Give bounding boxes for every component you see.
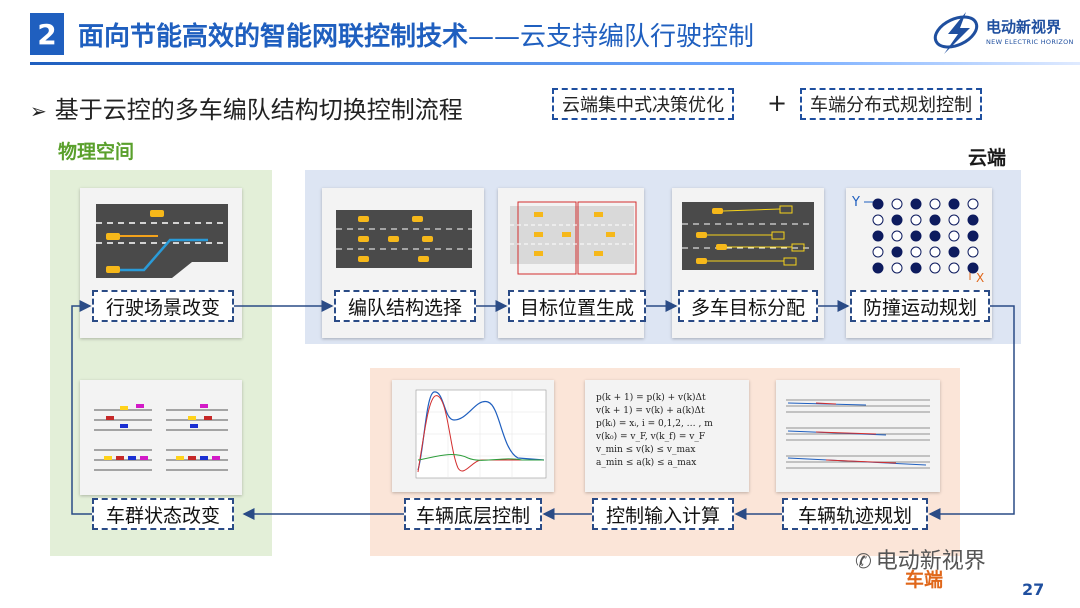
formula-line: v(k + 1) = v(k) + a(k)Δt (596, 406, 705, 416)
control-response-plot (415, 389, 547, 479)
grid-dot (967, 246, 979, 258)
header-divider (30, 62, 1080, 65)
brand-logo: 电动新视界 NEW ELECTRIC HORIZON (930, 8, 1073, 56)
road-merge-illustration (96, 204, 228, 278)
box-low-control: 车辆底层控制 (404, 498, 542, 530)
grid-dot (967, 214, 979, 226)
plus-sign: + (767, 89, 788, 117)
formula-line: p(kᵢ) = xᵢ, i = 0,1,2, … , m (596, 419, 713, 429)
control-formulas: p(k + 1) = p(k) + v(k)Δt v(k + 1) = v(k)… (596, 392, 713, 470)
cloud-label: 云端 (968, 147, 1007, 169)
group-state-image-card (80, 380, 242, 495)
grid-dot (872, 230, 884, 242)
grid-dot (967, 198, 979, 210)
physical-space-label: 物理空间 (58, 141, 135, 163)
box-formation-select: 编队结构选择 (334, 290, 476, 322)
box-scene-change: 行驶场景改变 (92, 290, 234, 322)
grid-dot (910, 214, 922, 226)
grid-dot (929, 246, 941, 258)
control-plot-image-card (392, 380, 554, 492)
grid-dot (872, 214, 884, 226)
grid-dot (967, 262, 979, 274)
heading-text: 基于云控的多车编队结构切换控制流程 (54, 96, 463, 124)
grid-dot (929, 230, 941, 242)
grid-dot (929, 214, 941, 226)
grid-dot (910, 230, 922, 242)
wechat-watermark: ✆电动新视界 (855, 543, 986, 575)
vehicle-label: 车端 (905, 569, 944, 591)
grid-dot (948, 198, 960, 210)
section-heading: ➢ 基于云控的多车编队结构切换控制流程 (30, 90, 463, 125)
grid-y-axis-label: Y (851, 195, 860, 210)
formula-line: a_min ≤ a(k) ≤ a_max (596, 458, 697, 468)
formula-line: p(k + 1) = p(k) + v(k)Δt (596, 393, 706, 403)
grid-dot (967, 230, 979, 242)
grid-dot (910, 246, 922, 258)
grid-dot (872, 262, 884, 274)
wechat-icon: ✆ (855, 549, 872, 573)
tag-vehicle-control: 车端分布式规划控制 (800, 88, 982, 120)
grid-dot (891, 198, 903, 210)
box-input-calc: 控制输入计算 (592, 498, 734, 530)
page-title: 面向节能高效的智能网联控制技术——云支持编队行驶控制 (78, 16, 754, 53)
grid-dot (929, 262, 941, 274)
grid-dot (872, 198, 884, 210)
title-sub: ——云支持编队行驶控制 (468, 22, 755, 52)
grid-dot (891, 230, 903, 242)
target-position-illustration (510, 201, 637, 275)
grid-dot (910, 198, 922, 210)
control-formula-card (585, 380, 749, 492)
box-target-gen: 目标位置生成 (508, 290, 646, 322)
grid-dot (872, 246, 884, 258)
trajectory-illustration (786, 399, 930, 469)
grid-dot (891, 262, 903, 274)
box-target-assign: 多车目标分配 (678, 290, 818, 322)
formation-road-illustration (336, 210, 472, 268)
page-number: 27 (1022, 580, 1045, 599)
collision-grid-illustration: Y X (851, 195, 984, 285)
tag-cloud-decision: 云端集中式决策优化 (552, 88, 734, 120)
group-state-illustration (94, 404, 228, 471)
grid-dot (891, 246, 903, 258)
grid-dot (929, 198, 941, 210)
section-number: 2 (30, 13, 64, 55)
logo-text-cn: 电动新视界 (986, 18, 1062, 36)
box-trajectory-plan: 车辆轨迹规划 (782, 498, 928, 530)
grid-x-axis-label: X (976, 271, 984, 285)
grid-dot (948, 230, 960, 242)
box-collision-plan: 防撞运动规划 (850, 290, 990, 322)
grid-dot (891, 214, 903, 226)
target-assign-illustration (682, 202, 814, 270)
trajectory-image-card (776, 380, 940, 492)
logo-swoosh-icon (933, 12, 979, 54)
formula-line: v(k₀) = v_F, v(k_f) = v_F (596, 432, 706, 442)
title-main: 面向节能高效的智能网联控制技术 (78, 22, 469, 52)
box-group-change: 车群状态改变 (92, 498, 234, 530)
grid-dot (948, 262, 960, 274)
wechat-account: 电动新视界 (875, 549, 986, 574)
grid-dot (948, 246, 960, 258)
grid-dot (910, 262, 922, 274)
grid-dot (948, 214, 960, 226)
bullet-icon: ➢ (30, 99, 47, 123)
formula-line: v_min ≤ v(k) ≤ v_max (596, 445, 696, 455)
logo-text-en: NEW ELECTRIC HORIZON (986, 38, 1074, 46)
